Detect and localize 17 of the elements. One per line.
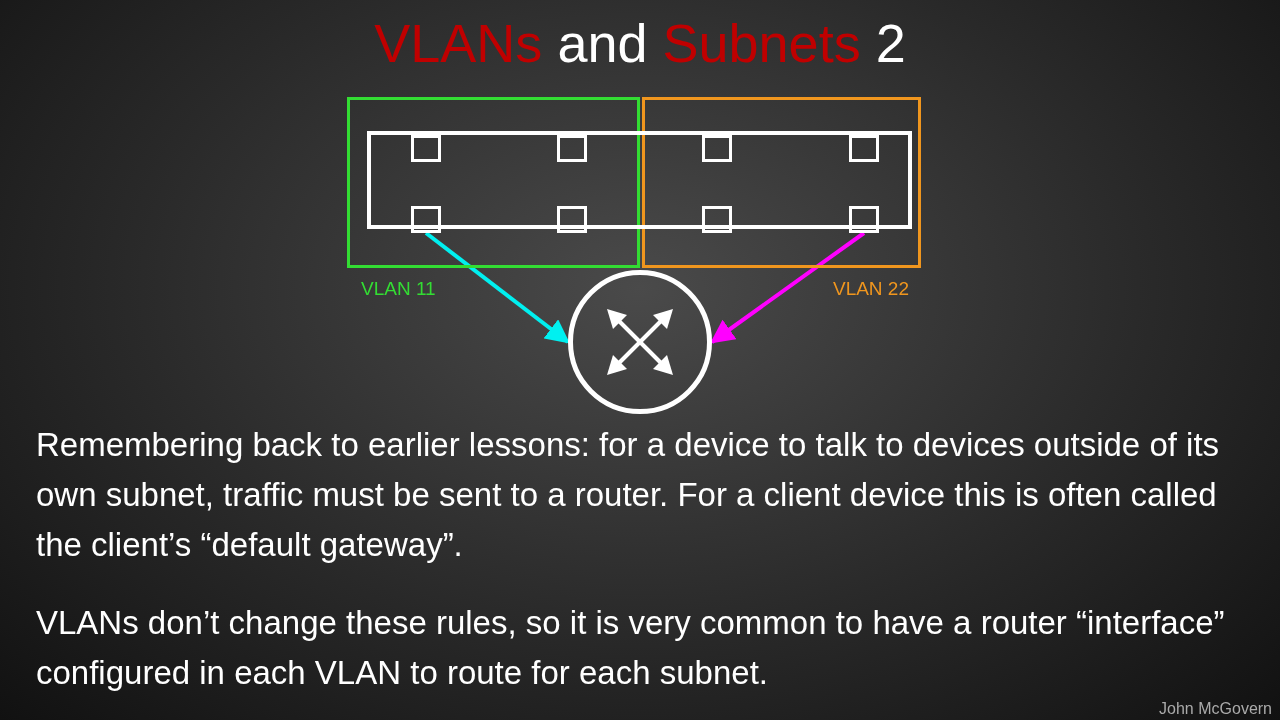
port-box: [411, 206, 441, 233]
vlan-label: VLAN 22: [832, 278, 909, 300]
port-box: [411, 135, 441, 162]
body-paragraph: Remembering back to earlier lessons: for a device to talk to devices outside of its own subnet, traffic must be sent to a router. For a client device this is often called the client’s “default gateway”.: [36, 425, 1221, 565]
body-paragraph: VLANs don’t change these rules, so it is very common to have a router “interface” configured in each VLAN to route for each subnet.: [36, 603, 1226, 693]
port-box: [702, 135, 732, 162]
router-symbol: [568, 270, 712, 414]
port-box: [849, 135, 879, 162]
switch-box: [367, 131, 912, 229]
arrow: [710, 231, 866, 344]
port-box: [557, 135, 587, 162]
port-box: [849, 206, 879, 233]
vlan-label: VLAN 11: [361, 278, 436, 300]
port-box: [557, 206, 587, 233]
slide-title: VLANs and Subnets 2: [373, 12, 907, 74]
author-credit: John McGovern: [1159, 700, 1272, 718]
port-box: [702, 206, 732, 233]
